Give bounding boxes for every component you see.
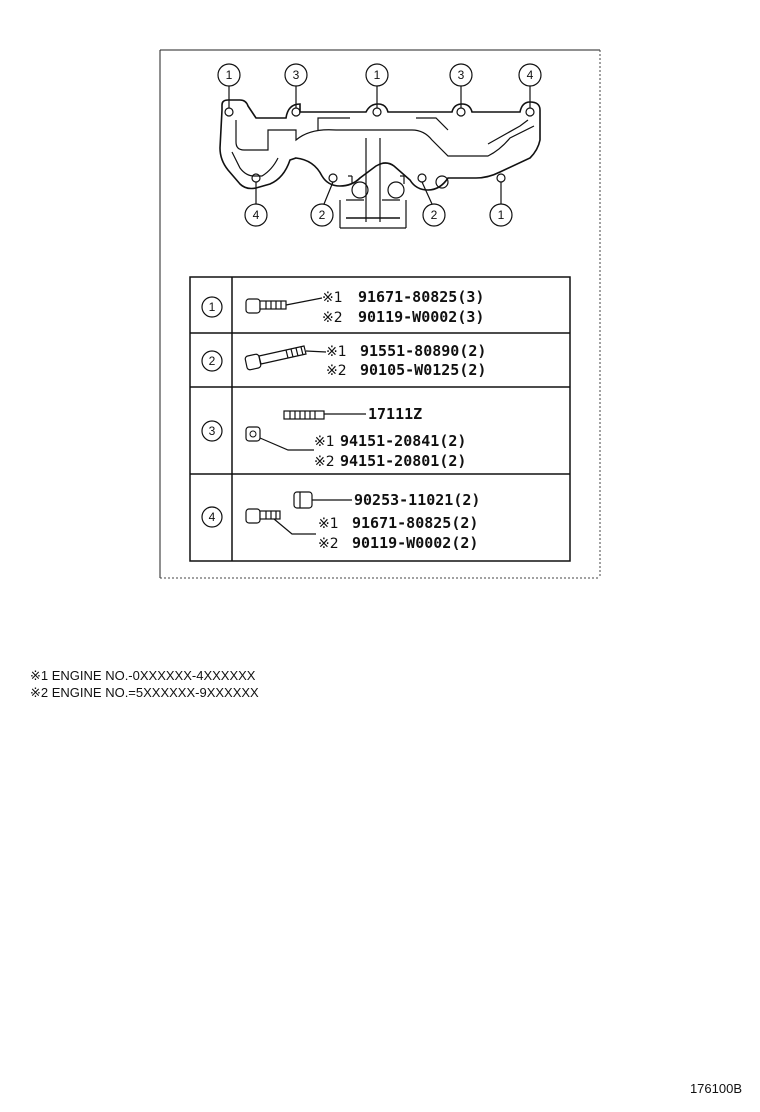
callout-bottom-3: 2 — [422, 203, 446, 227]
part-number: 90253-11021(2) — [354, 491, 480, 509]
callout-label: 4 — [527, 68, 534, 82]
callout-bottom-2: 2 — [310, 203, 334, 227]
svg-text:2: 2 — [209, 354, 216, 368]
collar-nut-icon — [293, 491, 313, 509]
callout-label: 3 — [293, 68, 300, 82]
callout-bottom-4: 1 — [489, 203, 513, 227]
callout-label: 4 — [253, 208, 260, 222]
callout-label: 1 — [498, 208, 505, 222]
callout-label: 1 — [374, 68, 381, 82]
part-number: 17111Z — [368, 405, 422, 423]
engine-mark: ※2 — [322, 310, 343, 326]
engine-mark: ※2 — [326, 363, 347, 379]
engine-mark: ※2 — [318, 536, 339, 552]
stud-icon — [283, 410, 325, 420]
table-row: 3 17111Z ※1 94151-20841(2) ※2 94151-2080… — [201, 405, 466, 470]
figure-frame — [159, 49, 601, 579]
part-number: 91551-80890(2) — [360, 342, 486, 360]
part-number: 91671-80825(2) — [352, 514, 478, 532]
row-index: 3 — [201, 420, 223, 442]
callout-top-2: 3 — [284, 63, 308, 87]
row-index: 1 — [201, 296, 223, 318]
callout-bottom-1: 4 — [244, 203, 268, 227]
engine-mark: ※1 — [314, 434, 335, 450]
callout-top-1: 1 — [217, 63, 241, 87]
table-row: 4 90253-11021(2) ※1 91671-80825(2) ※2 90… — [201, 491, 480, 552]
part-number: 94151-20801(2) — [340, 452, 466, 470]
engine-note-1: ※1 ENGINE NO.-0XXXXXX-4XXXXXX — [30, 668, 256, 683]
callout-label: 1 — [226, 68, 233, 82]
engine-mark: ※2 — [314, 454, 335, 470]
callout-top-3: 1 — [365, 63, 389, 87]
row-index: 2 — [201, 350, 223, 372]
part-number: 90119-W0002(3) — [358, 308, 484, 326]
callout-label: 3 — [458, 68, 465, 82]
nut-icon — [245, 426, 261, 442]
flange-bolt-icon — [245, 508, 281, 524]
callout-top-5: 4 — [518, 63, 542, 87]
engine-note-2: ※2 ENGINE NO.=5XXXXXX-9XXXXXX — [30, 685, 259, 700]
callout-top-4: 3 — [449, 63, 473, 87]
table-row: 1 ※1 91671-80825(3) ※2 90119-W0002(3) — [201, 288, 484, 326]
part-number: 94151-20841(2) — [340, 432, 466, 450]
engine-mark: ※1 — [326, 344, 347, 360]
part-number: 90105-W0125(2) — [360, 361, 486, 379]
figure-reference-number: 176100B — [690, 1081, 742, 1096]
svg-text:4: 4 — [209, 510, 216, 524]
part-number: 90119-W0002(2) — [352, 534, 478, 552]
part-number: 91671-80825(3) — [358, 288, 484, 306]
table-row: 2 ※1 91551-80890(2) ※2 90105-W0125(2) — [201, 342, 486, 379]
svg-text:3: 3 — [209, 424, 216, 438]
callout-label: 2 — [319, 208, 326, 222]
flange-bolt-icon — [245, 298, 287, 314]
svg-text:1: 1 — [209, 300, 216, 314]
row-index: 4 — [201, 506, 223, 528]
manifold-gasket-drawing — [219, 99, 541, 229]
parts-table — [189, 276, 571, 562]
callout-label: 2 — [431, 208, 438, 222]
engine-mark: ※1 — [318, 516, 339, 532]
callout-leaders — [228, 86, 531, 205]
long-bolt-icon — [244, 345, 307, 371]
engine-mark: ※1 — [322, 290, 343, 306]
